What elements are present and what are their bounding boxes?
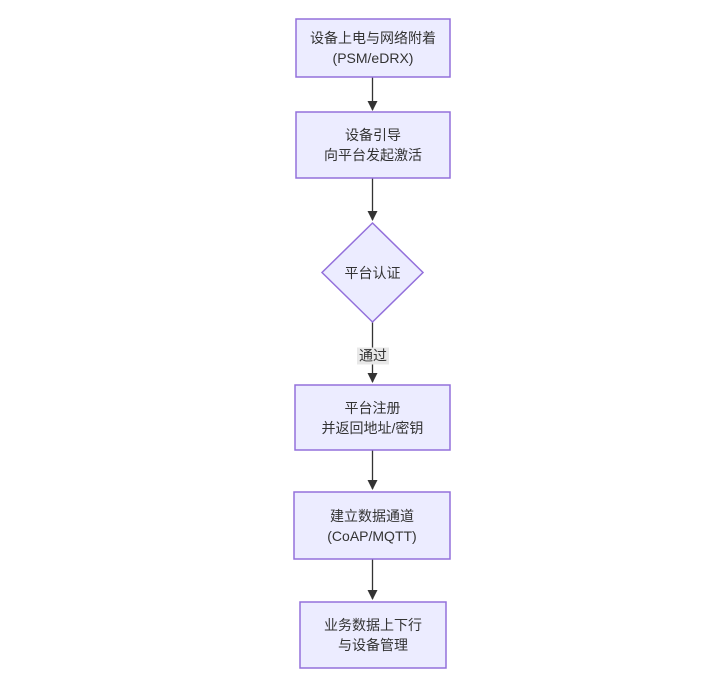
- node-bootstrap: 设备引导 向平台发起激活: [296, 112, 450, 178]
- node-business-shape: [299, 601, 447, 669]
- node-label-line: (CoAP/MQTT): [327, 527, 417, 544]
- node-label-line: 业务数据上下行: [324, 617, 422, 633]
- node-register-shape: [294, 384, 451, 451]
- node-label-line: 平台认证: [344, 264, 401, 281]
- node-bootstrap-shape: [295, 111, 451, 179]
- node-business: 业务数据上下行 与设备管理: [300, 602, 446, 668]
- node-power-attach-shape: [295, 18, 451, 78]
- edge-label-pass: 通过: [357, 347, 389, 365]
- node-label-line: 设备上电与网络附着: [310, 30, 436, 46]
- node-label-line: 向平台发起激活: [324, 147, 422, 163]
- node-label-line: 建立数据通道: [330, 507, 414, 524]
- node-label-line: 平台注册: [344, 399, 401, 416]
- node-data-channel: 建立数据通道 (CoAP/MQTT): [294, 492, 450, 559]
- node-label-line: 与设备管理: [338, 637, 408, 653]
- node-label-line: 设备引导: [345, 127, 401, 143]
- node-data-channel-shape: [293, 491, 451, 560]
- node-label-line: (PSM/eDRX): [332, 50, 414, 66]
- node-label-line: 并返回地址/密钥: [321, 419, 424, 436]
- decision-platform-auth: 平台认证: [322, 223, 423, 322]
- node-register: 平台注册 并返回地址/密钥: [295, 385, 450, 450]
- decision-platform-auth-shape: [320, 221, 425, 324]
- node-power-attach: 设备上电与网络附着 (PSM/eDRX): [296, 19, 450, 77]
